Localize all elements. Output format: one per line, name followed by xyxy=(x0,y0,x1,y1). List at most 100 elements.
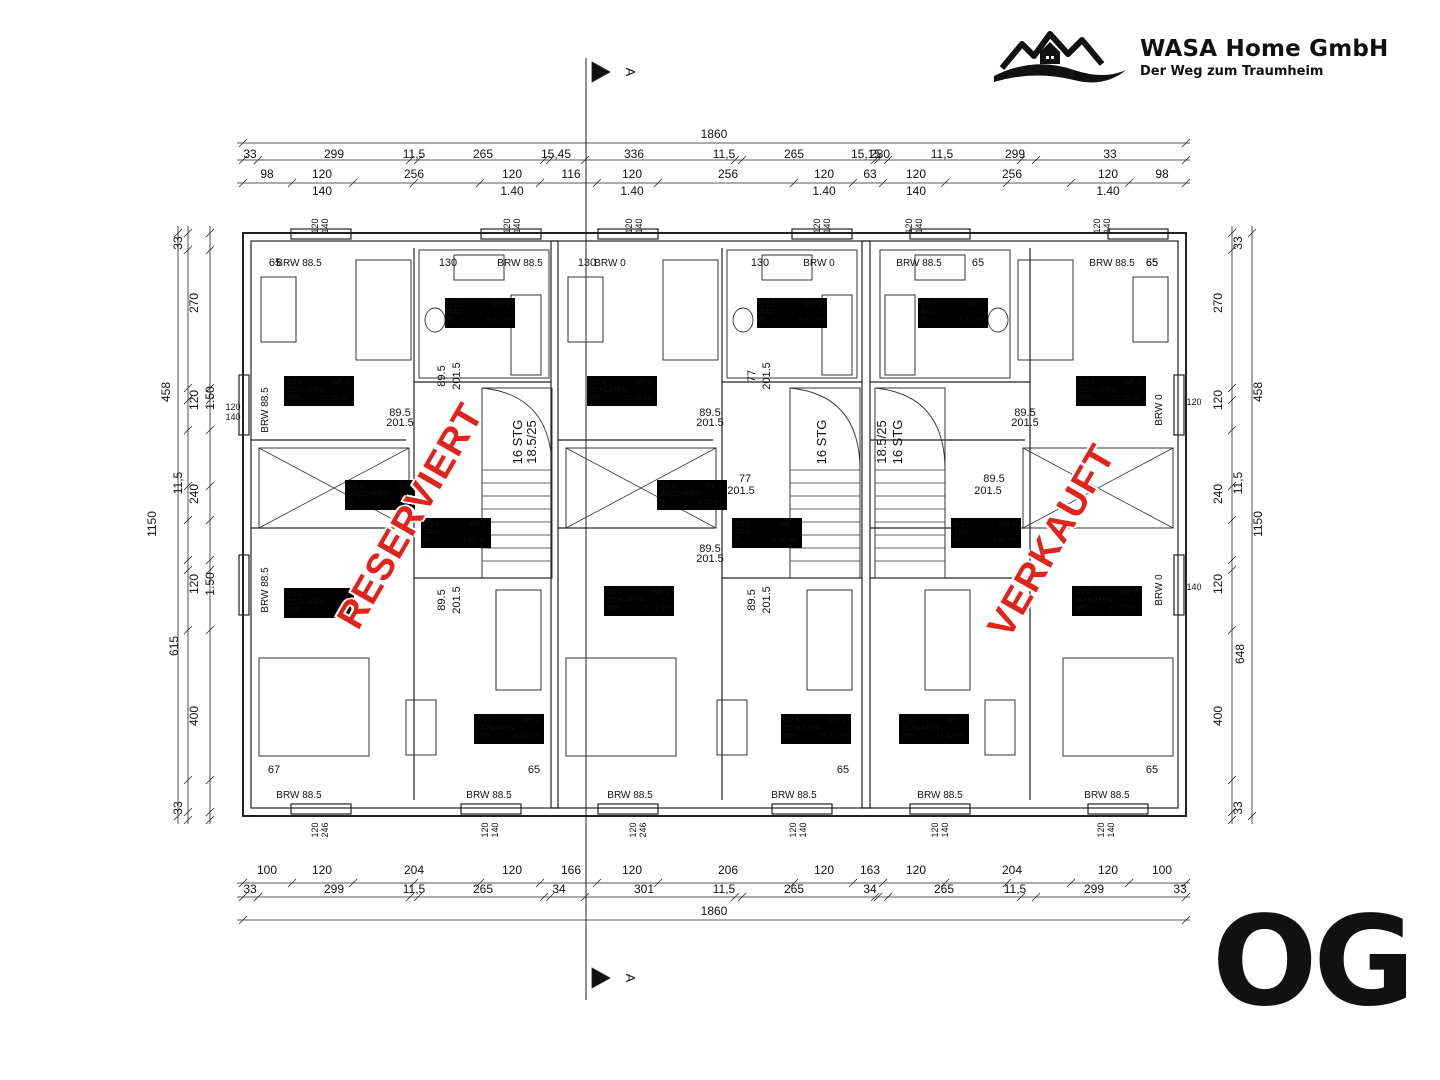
room-type: TRH. xyxy=(424,529,440,536)
door-dim: 201.5 xyxy=(761,586,773,614)
brw-label: BRW 0 xyxy=(594,258,626,269)
room-id: 2/1.1 xyxy=(448,301,464,308)
dim-tick xyxy=(653,878,663,888)
room-area: 12.46 m² xyxy=(624,395,652,402)
dim-tick xyxy=(205,565,215,575)
dim-tick xyxy=(870,892,880,902)
room-key: Fl. xyxy=(760,317,768,324)
dim-tick xyxy=(592,178,602,188)
dim-tick xyxy=(238,878,248,888)
room-id: 2/1.1 xyxy=(424,521,440,528)
room-key: Fl. xyxy=(921,317,929,324)
dim-bot2: 265 xyxy=(784,882,804,896)
room-key: WFl. xyxy=(287,395,301,402)
dim-top2: 120 xyxy=(1098,167,1118,181)
room-key: Fl. xyxy=(735,537,743,544)
wardrobe-x xyxy=(1022,447,1174,529)
dim-tick xyxy=(1227,425,1237,435)
room-id: 2/2.1 xyxy=(590,379,606,386)
window xyxy=(909,228,971,240)
room-id: 2/2.3 xyxy=(784,717,800,724)
room-area: 11.32 m² xyxy=(937,733,965,740)
dim-tick xyxy=(1181,892,1191,902)
dim-bot1: 100 xyxy=(1152,863,1172,877)
window xyxy=(460,803,522,815)
dim-tick xyxy=(238,915,248,925)
dim-bot2: 301 xyxy=(634,882,654,896)
room-id: 2/1.3 xyxy=(477,717,493,724)
dim-tick xyxy=(878,178,888,188)
dim-tick xyxy=(183,425,193,435)
dim-top3: 1.40 xyxy=(620,184,644,198)
dim-tick xyxy=(409,878,419,888)
dim-bot2: 11,5 xyxy=(1004,882,1027,896)
window-dim: 120 xyxy=(930,822,940,837)
room-type: TRH. xyxy=(735,529,751,536)
dim-tick xyxy=(205,807,215,817)
window xyxy=(909,803,971,815)
vanity xyxy=(914,254,966,281)
window-dim: 140 xyxy=(225,412,240,422)
dim-tick xyxy=(205,515,215,525)
dim-tick xyxy=(173,228,183,238)
dim-left: 11,5 xyxy=(171,471,185,494)
stair-label: 18.5/25 xyxy=(874,420,889,463)
dim-tick xyxy=(1002,178,1012,188)
window xyxy=(791,228,853,240)
dim-tick xyxy=(883,155,893,165)
door-dim: 201.5 xyxy=(451,362,463,390)
dim-tick xyxy=(205,481,215,491)
room-we: WE 1 xyxy=(947,717,964,724)
dim-tick xyxy=(183,383,193,393)
dim-tick xyxy=(870,155,880,165)
dim-bot1: 120 xyxy=(312,863,332,877)
dim-right: 1150 xyxy=(1251,511,1265,537)
dim-tick xyxy=(173,811,183,821)
dim-left: 120 xyxy=(187,390,201,410)
desk xyxy=(405,699,437,756)
company-tagline: Der Weg zum Traumheim xyxy=(1140,64,1324,79)
dim-bot1: 166 xyxy=(561,863,581,877)
door-dim: 130 xyxy=(578,257,596,269)
dim-top2: 116 xyxy=(561,167,580,181)
dim-tick xyxy=(1227,625,1237,635)
side-window xyxy=(238,554,250,616)
dim-bot2: 33 xyxy=(1173,882,1187,896)
dim-tick xyxy=(1016,155,1026,165)
room-tag xyxy=(345,480,415,510)
room-key: WFl. xyxy=(590,395,604,402)
dim-bot2: 265 xyxy=(934,882,954,896)
dim-tick xyxy=(405,892,415,902)
single-bed xyxy=(495,589,542,691)
door-dim: 201.5 xyxy=(974,485,1002,497)
dim-tick xyxy=(253,155,263,165)
room-area: 6.91 m² xyxy=(486,317,510,324)
bathroom xyxy=(418,249,550,379)
room-id: 2/3.3 xyxy=(902,717,918,724)
dim-tick xyxy=(183,775,193,785)
door-dim: 65 xyxy=(528,764,540,776)
dim-top2: 120 xyxy=(906,167,926,181)
room-type: SCHLAFEN xyxy=(784,725,821,732)
toilet xyxy=(424,307,446,333)
dim-tick xyxy=(1227,775,1237,785)
dim-top3: 140 xyxy=(312,184,332,198)
room-type: SCHLAFEN xyxy=(477,725,514,732)
furniture xyxy=(258,249,1174,757)
dim-tick xyxy=(737,155,747,165)
room-key: Fl. xyxy=(424,537,432,544)
brand-block: WASA Home GmbH Der Weg zum Traumheim xyxy=(994,30,1414,90)
room-we: WE 1 xyxy=(652,589,669,596)
room-we: WE 1 xyxy=(1120,589,1137,596)
dim-top3: 140 xyxy=(906,184,926,198)
dim-left: 400 xyxy=(187,706,201,726)
window-dim: 120 xyxy=(480,822,490,837)
room-type: BAD xyxy=(921,309,935,316)
room-we: WE 1 xyxy=(705,483,722,490)
dim-tick xyxy=(1181,178,1191,188)
door-dim: 67 xyxy=(268,764,280,776)
dim-tick xyxy=(789,178,799,188)
room-area: 2.25 m² xyxy=(698,499,722,506)
side-window xyxy=(1173,554,1185,616)
dim-tick xyxy=(1247,811,1257,821)
